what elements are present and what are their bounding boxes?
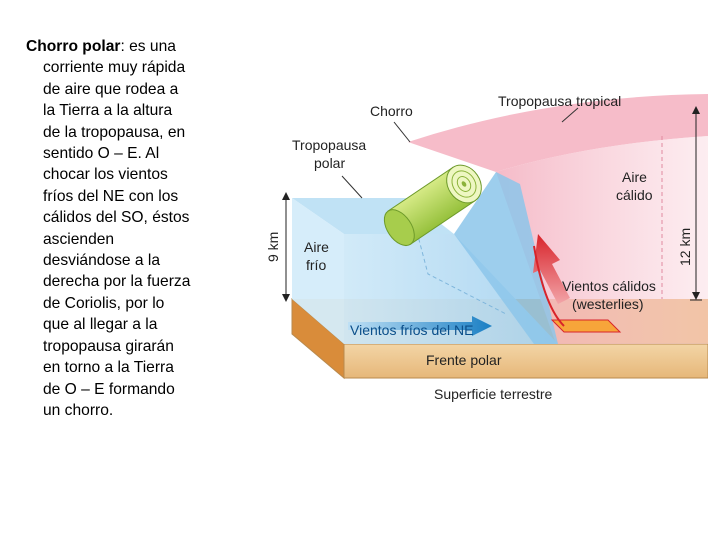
cold-air-side [292,198,344,344]
label-aire-calido: cálido [616,187,653,203]
ground-side [291,297,345,380]
paragraph-line: cálidos del SO, éstos [43,209,190,227]
warm-air-top [408,94,708,172]
polar-height-marker [282,192,290,302]
jet-stream-cylinder [383,164,482,247]
paragraph-line: tropopausa girarán [43,337,174,355]
paragraph-line: un chorro. [43,401,114,419]
label-altura-tropical: 12 km [677,228,693,266]
paragraph-line: sentido O – E. Al [43,145,160,163]
label-vientos-calidos: (westerlies) [572,296,644,312]
polar-jet-diagram: Chorro Tropopausa tropical Tropopausa po… [265,93,708,402]
label-vientos-frios: Vientos fríos del NE [350,322,473,338]
label-frente-polar: Frente polar [426,352,502,368]
label-superficie-terrestre: Superficie terrestre [434,386,552,402]
paragraph-line: chocar los vientos [43,166,168,184]
paragraph-line: desviándose a la [43,252,161,270]
paragraph-line: ascienden [43,230,115,248]
paragraph-line: de aire que rodea a [43,80,179,98]
label-altura-polar: 9 km [265,232,281,262]
paragraph-line: en torno a la Tierra [43,359,174,377]
paragraph-line: de Coriolis, por lo [43,294,165,312]
tropopausa-polar-leader [341,175,363,199]
cold-air-dashed-edge [407,197,507,315]
paragraph-line: de O – E formando [43,380,175,398]
cold-winds-arrow [348,316,492,336]
label-tropopausa-polar: polar [314,155,345,171]
tropopausa-tropical-leader [561,107,579,123]
label-aire-frio: frío [306,257,326,273]
paragraph-line: derecha por la fuerza [43,273,191,291]
paragraph-line: que al llegar a la [43,316,158,334]
warm-winds-ribbon [550,319,622,333]
label-chorro: Chorro [370,103,413,119]
warm-winds-curve [533,245,565,327]
label-aire-frio: Aire [304,239,329,255]
paragraph-line: la Tierra a la altura [43,102,173,120]
definition-term: Chorro polar [26,38,121,55]
label-aire-calido: Aire [622,169,647,185]
ground-front [343,343,708,379]
paragraph-line: corriente muy rápida [43,59,186,77]
paragraph-line: fríos del NE con los [43,187,179,205]
warm-air-mass [496,136,708,344]
cold-air-front [344,234,558,344]
label-tropopausa-polar: Tropopausa [292,137,366,153]
paragraph-line: Chorro polar: es una [26,38,176,55]
tropical-height-marker [690,106,702,301]
definition-paragraph: Chorro polar: es una corriente muy rápid… [26,36,248,421]
warm-winds-arrow [533,234,570,304]
paragraph-line: de la tropopausa, en [43,123,186,141]
label-vientos-calidos: Vientos cálidos [562,278,656,294]
frontal-surface [454,172,558,344]
label-tropopausa-tropical: Tropopausa tropical [498,93,621,109]
chorro-leader [393,121,411,143]
